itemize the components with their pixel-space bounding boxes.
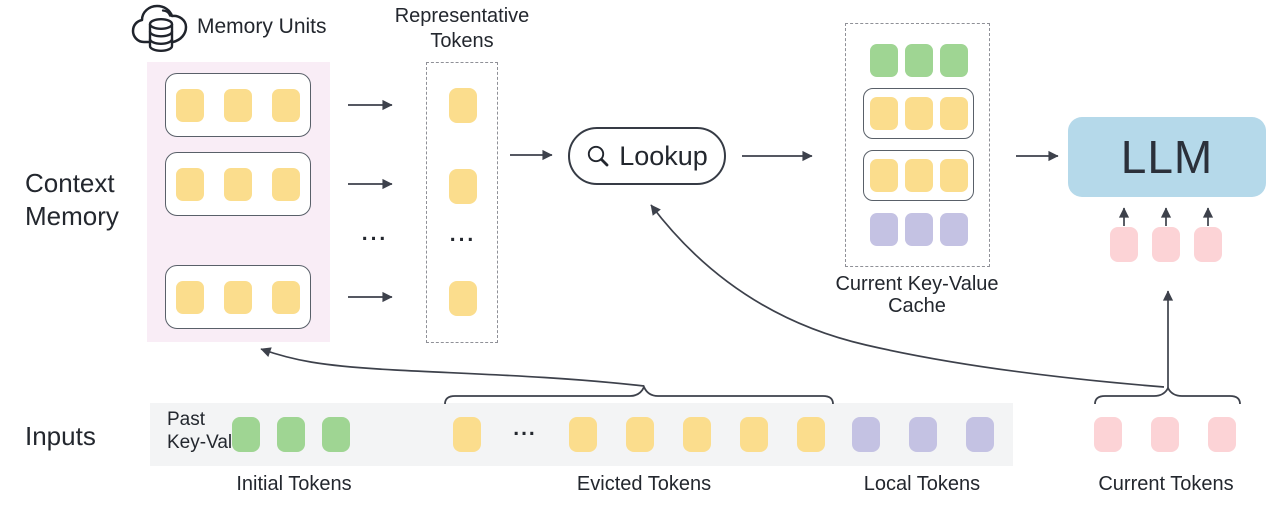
- cache-row-memory-unit: [863, 150, 974, 201]
- pink-token: [1094, 417, 1122, 452]
- yellow-token: [453, 417, 481, 452]
- yellow-token: [904, 97, 933, 130]
- current-kv-cache-title: Current Key-Value Cache: [835, 273, 999, 317]
- brace-evicted-tokens: [444, 384, 834, 405]
- current-token-group: [1094, 417, 1236, 452]
- lookup-label: Lookup: [619, 140, 708, 171]
- green-token: [904, 44, 933, 77]
- local-token-group: [852, 417, 994, 452]
- llm-box: LLM: [1068, 117, 1266, 197]
- memory-unit-row: [165, 152, 311, 216]
- brace-current-tokens: [1094, 385, 1241, 405]
- representative-tokens-box: ...: [426, 62, 498, 343]
- yellow-token: [272, 88, 300, 122]
- memory-unit-row: [165, 73, 311, 137]
- evicted-token-group: ...: [453, 417, 825, 452]
- purple-token: [909, 417, 937, 452]
- yellow-token: [176, 88, 204, 122]
- context-memory-label: Context Memory: [25, 168, 119, 231]
- representative-tokens-title: Representative Tokens: [394, 5, 530, 52]
- yellow-token: [869, 159, 898, 192]
- green-token: [869, 44, 898, 77]
- yellow-token: [683, 417, 711, 452]
- yellow-token: [740, 417, 768, 452]
- initial-token-group: [232, 417, 350, 452]
- pink-token: [1110, 227, 1138, 262]
- yellow-token: [869, 97, 898, 130]
- purple-token: [966, 417, 994, 452]
- current-tokens-caption: Current Tokens: [1098, 473, 1234, 495]
- yellow-token: [569, 417, 597, 452]
- cache-row-initial: [863, 43, 974, 78]
- inputs-label: Inputs: [25, 421, 96, 451]
- pink-token: [1208, 417, 1236, 452]
- yellow-token: [626, 417, 654, 452]
- memory-units-label: Memory Units: [197, 15, 327, 38]
- green-token: [277, 417, 305, 452]
- llm-input-token-row: [1110, 227, 1222, 262]
- purple-token: [852, 417, 880, 452]
- cloud-database-icon: [131, 4, 188, 52]
- lookup-button: Lookup: [568, 127, 726, 185]
- current-kv-cache-box: [845, 23, 990, 267]
- yellow-token: [904, 159, 933, 192]
- pink-token: [1194, 227, 1222, 262]
- yellow-token: [797, 417, 825, 452]
- evicted-tokens-caption: Evicted Tokens: [576, 473, 712, 495]
- yellow-token: [176, 280, 204, 314]
- yellow-token: [939, 159, 968, 192]
- yellow-token: [272, 280, 300, 314]
- green-token: [939, 44, 968, 77]
- ellipsis: ...: [513, 416, 537, 440]
- initial-tokens-caption: Initial Tokens: [236, 473, 352, 495]
- yellow-token: [939, 97, 968, 130]
- purple-token: [869, 213, 898, 246]
- cache-row-memory-unit: [863, 88, 974, 139]
- pink-token: [1152, 227, 1180, 262]
- yellow-token: [449, 281, 477, 316]
- pink-token: [1151, 417, 1179, 452]
- cache-row-local: [863, 212, 974, 247]
- ellipsis: ...: [361, 222, 389, 245]
- yellow-token: [272, 167, 300, 201]
- yellow-token: [224, 280, 252, 314]
- llm-label: LLM: [1120, 131, 1214, 183]
- yellow-token: [176, 167, 204, 201]
- purple-token: [904, 213, 933, 246]
- ellipsis: ...: [449, 223, 477, 246]
- past-key-value-label: Past Key-Value: [167, 409, 254, 453]
- yellow-token: [224, 88, 252, 122]
- local-tokens-caption: Local Tokens: [863, 473, 981, 495]
- search-icon: [588, 145, 609, 167]
- yellow-token: [449, 88, 477, 123]
- purple-token: [939, 213, 968, 246]
- yellow-token: [224, 167, 252, 201]
- memory-units-stack: ...: [147, 62, 330, 342]
- curve-evicted-to-memory: [260, 347, 645, 387]
- yellow-token: [449, 169, 477, 204]
- memory-unit-row: [165, 265, 311, 329]
- green-token: [322, 417, 350, 452]
- green-token: [232, 417, 260, 452]
